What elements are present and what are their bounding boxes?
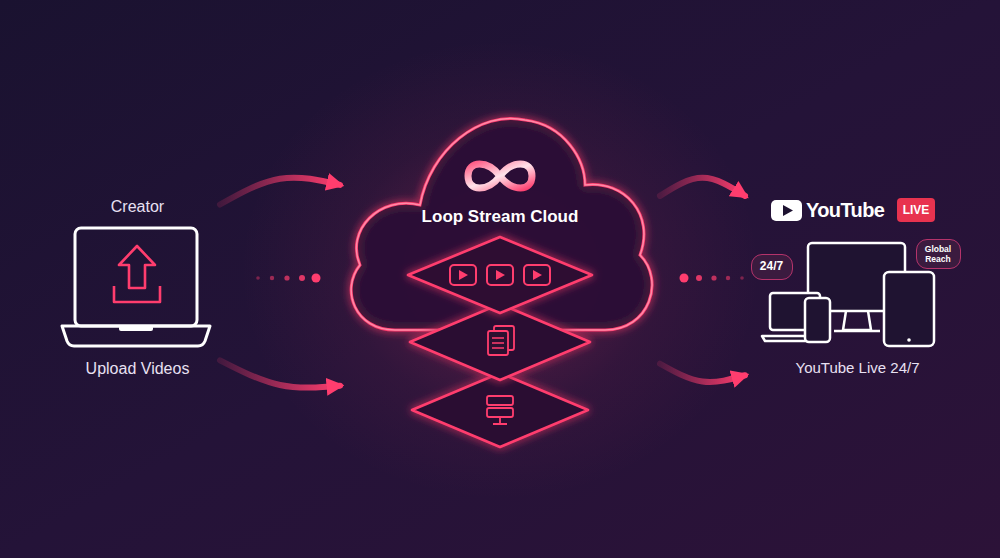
youtube-wordmark: YouTube (806, 198, 896, 223)
server-icon (487, 396, 513, 405)
youtube-node: YouTubeYouTube Live 24/7 LIVE 24/7 Global R… (745, 190, 970, 385)
play-triangle (533, 270, 542, 280)
play-button-icon (450, 265, 476, 285)
list-lines (492, 338, 504, 348)
bubble-text: Global Reach (919, 244, 957, 264)
trail-dot (711, 275, 716, 280)
play-button-icon (487, 265, 513, 285)
flow-arrow (220, 178, 340, 205)
infinity-logo (468, 164, 532, 188)
play-triangle (496, 270, 505, 280)
list-icon (488, 331, 508, 355)
trail-dot (726, 276, 730, 280)
layer-slab (410, 304, 590, 380)
trail-dot (299, 275, 305, 281)
play-triangle (459, 270, 468, 280)
tablet-button (907, 338, 911, 342)
server-cable (493, 417, 507, 424)
youtube-play-icon (771, 200, 802, 221)
tablet-device (884, 272, 934, 346)
upload-arrow (119, 246, 155, 288)
layer-slab (408, 237, 592, 313)
background-glow (240, 40, 760, 500)
speech-bubble: 24/7 (751, 254, 793, 280)
trail-dot (680, 274, 689, 283)
cloud-node: Loop Stream Cloud (340, 90, 660, 455)
trail-dot (696, 275, 702, 281)
node-caption: YouTube Live 24/7 (745, 358, 970, 377)
node-heading: Creator (55, 197, 220, 217)
laptop-screen (75, 228, 197, 326)
phone-device (805, 298, 830, 342)
trail-dot (740, 276, 744, 280)
badge-text: LIVE (897, 198, 935, 222)
cloud-shape (340, 90, 660, 455)
node-caption: Upload Videos (55, 359, 220, 379)
cloud-title: Loop Stream Cloud (340, 206, 660, 227)
trail-dot (312, 274, 321, 283)
upload-tray (114, 286, 160, 302)
layer-slab (412, 373, 588, 447)
live-badge: LIVE (897, 198, 935, 222)
trail-dot (284, 275, 289, 280)
play-button-icon (524, 265, 550, 285)
laptop-notch (119, 326, 153, 331)
play-triangle (783, 205, 793, 216)
speech-bubble: Global Reach (916, 239, 961, 269)
trail-dot (270, 276, 274, 280)
creator-node: CreatorUpload Videos (55, 195, 220, 385)
flow-arrow (220, 360, 340, 387)
monitor-stand (834, 311, 880, 331)
laptop-base (62, 326, 210, 346)
flow-arrow (660, 178, 745, 196)
bubble-text: 24/7 (752, 255, 791, 278)
flow-arrow (660, 364, 745, 382)
trail-dot (256, 276, 260, 280)
server-icon (487, 408, 513, 417)
